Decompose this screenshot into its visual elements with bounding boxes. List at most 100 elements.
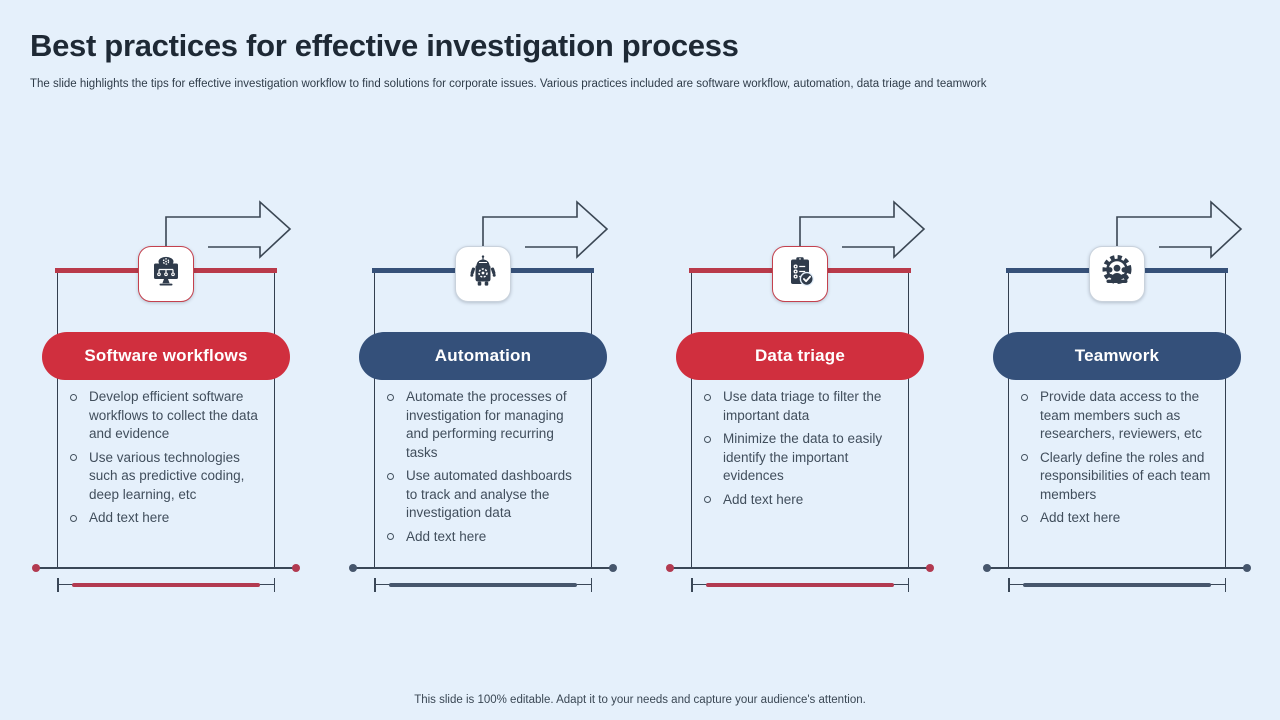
icon-slot <box>465 254 501 295</box>
endpoint-dot-right <box>609 564 617 572</box>
endpoint-dot-left <box>32 564 40 572</box>
bullet-item: Add text here <box>385 528 585 547</box>
icon-box <box>772 246 828 302</box>
icon-box <box>138 246 194 302</box>
icon-box <box>455 246 511 302</box>
accent-underline <box>389 582 577 587</box>
dimension-tick-right <box>273 578 275 592</box>
bullet-text: Use data triage to filter the important … <box>723 389 882 423</box>
bullet-text: Use automated dashboards to track and an… <box>406 468 572 520</box>
category-banner: Data triage <box>676 332 924 380</box>
dimension-line <box>691 578 909 592</box>
bullet-item: Use data triage to filter the important … <box>702 388 902 425</box>
endpoints-rule <box>670 567 930 569</box>
card-outline <box>691 273 909 568</box>
endpoints-rule <box>36 567 296 569</box>
icon-slot <box>782 254 818 295</box>
dimension-tick-left <box>1008 578 1010 592</box>
footer-note: This slide is 100% editable. Adapt it to… <box>414 694 866 706</box>
bullet-marker-icon <box>1021 393 1028 401</box>
bullet-item: Automate the processes of investigation … <box>385 388 585 462</box>
bullet-marker-icon <box>387 472 394 480</box>
banner-label: Automation <box>434 346 532 365</box>
endpoint-dot-right <box>1243 564 1251 572</box>
category-banner: Automation <box>359 332 607 380</box>
page-subtitle: The slide highlights the tips for effect… <box>30 78 987 90</box>
clipboard-check-icon <box>791 256 814 286</box>
bullet-text: Add text here <box>723 491 804 507</box>
icon-slot <box>148 254 184 295</box>
bullet-item: Minimize the data to easily identify the… <box>702 430 902 486</box>
bullet-marker-icon <box>704 393 711 401</box>
banner-label: Data triage <box>754 346 846 365</box>
monitor-workflow-icon <box>154 256 178 285</box>
banner-label: Teamwork <box>1074 346 1160 365</box>
endpoint-dot-right <box>926 564 934 572</box>
bullet-text: Automate the processes of investigation … <box>406 389 567 460</box>
icon-slot <box>1099 254 1135 295</box>
bullet-marker-icon <box>70 393 77 401</box>
bullet-list: Automate the processes of investigation … <box>385 388 585 551</box>
accent-underline <box>706 582 894 587</box>
bullet-marker-icon <box>1021 514 1028 522</box>
dimension-tick-left <box>374 578 376 592</box>
icon-box <box>1089 246 1145 302</box>
category-banner: Software workflows <box>42 332 290 380</box>
column-data-triage: Data triage Use data triage to filter th… <box>666 200 934 600</box>
endpoints-line <box>349 564 617 572</box>
banner-label: Software workflows <box>84 346 248 365</box>
bullet-list: Provide data access to the team members … <box>1019 388 1219 533</box>
dimension-line <box>1008 578 1226 592</box>
bullet-text: Develop efficient software workflows to … <box>89 389 258 441</box>
bullet-text: Add text here <box>1040 510 1121 525</box>
bullet-text: Provide data access to the team members … <box>1040 389 1203 441</box>
dimension-tick-right <box>590 578 592 592</box>
dimension-tick-right <box>907 578 909 592</box>
bullet-text: Add text here <box>406 528 487 544</box>
bullet-marker-icon <box>387 533 394 540</box>
bullet-item: Add text here <box>702 491 902 510</box>
dimension-line <box>374 578 592 592</box>
column-teamwork: Teamwork Provide data access to the team… <box>983 200 1251 600</box>
bullet-item: Add text here <box>68 509 268 528</box>
bullet-text: Clearly define the roles and responsibil… <box>1040 449 1211 502</box>
bullet-list: Use data triage to filter the important … <box>702 388 902 514</box>
bullet-item: Develop efficient software workflows to … <box>68 388 268 444</box>
endpoints-line <box>666 564 934 572</box>
bullet-marker-icon <box>70 514 77 522</box>
accent-underline <box>1023 582 1211 587</box>
endpoint-dot-right <box>292 564 300 572</box>
bullet-text: Use various technologies such as predict… <box>89 449 245 502</box>
page-title: Best practices for effective investigati… <box>30 28 739 63</box>
endpoints-rule <box>353 567 613 569</box>
bullet-item: Add text here <box>1019 509 1219 528</box>
bullet-marker-icon <box>387 393 394 401</box>
bullet-marker-icon <box>704 496 711 503</box>
card-outline <box>1008 273 1226 568</box>
bullet-marker-icon <box>1021 454 1028 461</box>
bullet-item: Clearly define the roles and responsibil… <box>1019 449 1219 505</box>
accent-underline <box>72 582 260 587</box>
dimension-tick-left <box>57 578 59 592</box>
bullet-text: Minimize the data to easily identify the… <box>723 431 883 483</box>
endpoints-line <box>32 564 300 572</box>
endpoints-rule <box>987 567 1247 569</box>
card-outline <box>57 273 275 568</box>
team-gear-icon <box>1102 254 1132 284</box>
card-outline <box>374 273 592 568</box>
dimension-line <box>57 578 275 592</box>
dimension-tick-right <box>1224 578 1226 592</box>
column-software-workflows: Software workflows Develop efficient sof… <box>32 200 300 600</box>
column-automation: Automation Automate the processes of inv… <box>349 200 617 600</box>
dimension-tick-left <box>691 578 693 592</box>
category-banner: Teamwork <box>993 332 1241 380</box>
bullet-item: Use automated dashboards to track and an… <box>385 467 585 523</box>
bullet-marker-icon <box>70 454 77 461</box>
endpoint-dot-left <box>349 564 357 572</box>
bullet-list: Develop efficient software workflows to … <box>68 388 268 533</box>
bullet-item: Provide data access to the team members … <box>1019 388 1219 444</box>
bullet-marker-icon <box>704 435 711 443</box>
endpoint-dot-left <box>983 564 991 572</box>
bullet-text: Add text here <box>89 510 170 525</box>
